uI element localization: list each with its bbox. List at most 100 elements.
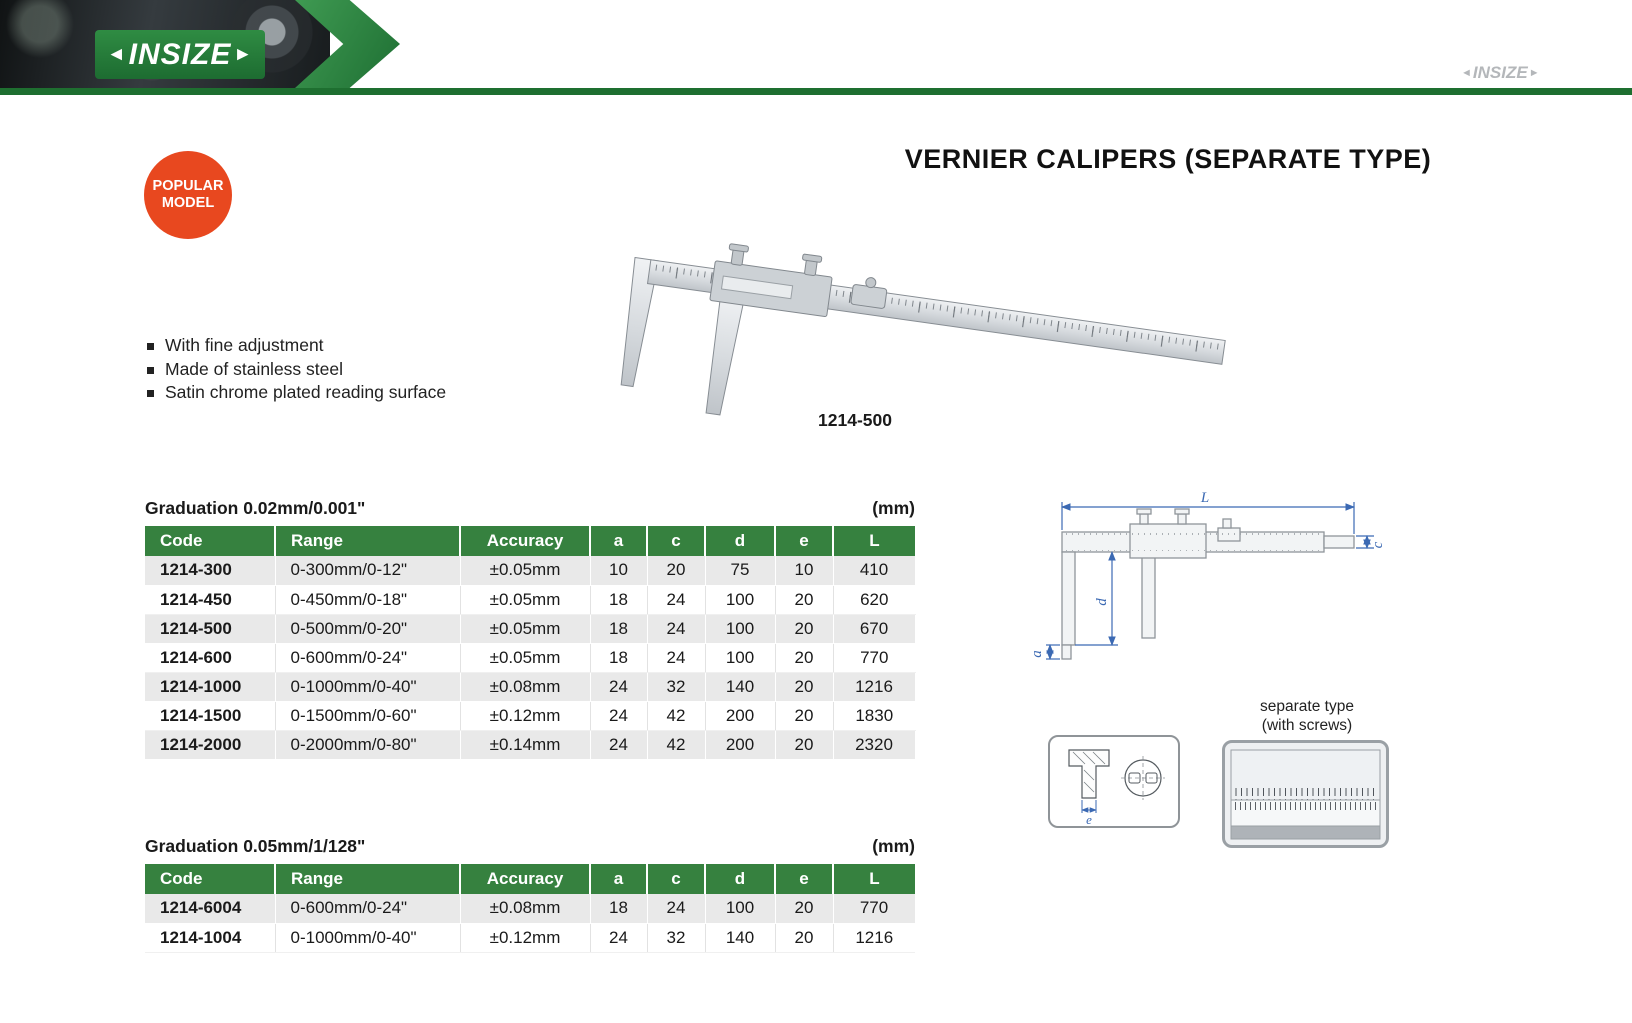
separate-type-photo-box bbox=[1222, 740, 1389, 848]
value-cell: 0-600mm/0-24" bbox=[275, 894, 461, 924]
jaw-cross-section-box: e bbox=[1048, 735, 1180, 828]
value-cell: 100 bbox=[705, 894, 776, 924]
column-header: c bbox=[647, 864, 706, 894]
column-header: d bbox=[705, 864, 776, 894]
dim-label-c: c bbox=[1370, 541, 1384, 548]
value-cell: ±0.05mm bbox=[460, 585, 591, 615]
value-cell: 24 bbox=[590, 672, 648, 702]
value-cell: 24 bbox=[647, 894, 706, 924]
value-cell: 100 bbox=[705, 614, 776, 644]
logo-small-arrow-left-icon: ◄ bbox=[1461, 67, 1472, 79]
dim-label-e: e bbox=[1086, 812, 1092, 826]
value-cell: 24 bbox=[590, 701, 648, 731]
value-cell: 20 bbox=[775, 672, 834, 702]
value-cell: 0-1000mm/0-40" bbox=[275, 672, 461, 702]
value-cell: ±0.08mm bbox=[460, 894, 591, 924]
code-cell: 1214-1500 bbox=[145, 701, 276, 731]
column-header: Code bbox=[145, 864, 276, 894]
dim-label-a: a bbox=[1029, 650, 1045, 658]
column-header: e bbox=[775, 526, 834, 556]
value-cell: ±0.05mm bbox=[460, 643, 591, 673]
value-cell: 2320 bbox=[833, 730, 916, 760]
jaw-cross-section-drawing: e bbox=[1068, 748, 1165, 826]
value-cell: 0-500mm/0-20" bbox=[275, 614, 461, 644]
column-header: L bbox=[833, 864, 915, 894]
value-cell: 75 bbox=[705, 556, 776, 586]
value-cell: ±0.14mm bbox=[460, 730, 591, 760]
value-cell: 200 bbox=[705, 701, 776, 731]
value-cell: 20 bbox=[775, 923, 834, 953]
code-cell: 1214-300 bbox=[145, 556, 276, 586]
value-cell: 20 bbox=[775, 585, 834, 615]
unit-label: (mm) bbox=[872, 836, 915, 856]
value-cell: 42 bbox=[647, 701, 706, 731]
value-cell: 20 bbox=[775, 730, 834, 760]
value-cell: 18 bbox=[590, 585, 648, 615]
caliper-product-image bbox=[620, 243, 1226, 416]
value-cell: 24 bbox=[590, 923, 648, 953]
value-cell: 770 bbox=[833, 643, 915, 673]
header-divider-bar bbox=[0, 88, 1632, 95]
value-cell: 0-300mm/0-12" bbox=[275, 556, 461, 586]
value-cell: 140 bbox=[705, 923, 776, 953]
dimension-diagram: L c d a bbox=[1029, 490, 1384, 660]
logo-text: INSIZE bbox=[128, 37, 232, 71]
badge-line2: MODEL bbox=[161, 195, 215, 211]
feature-item: Made of stainless steel bbox=[146, 358, 446, 382]
value-cell: 1216 bbox=[833, 672, 916, 702]
value-cell: 770 bbox=[833, 894, 916, 924]
value-cell: 200 bbox=[705, 730, 776, 760]
value-cell: 10 bbox=[590, 556, 648, 586]
value-cell: 10 bbox=[775, 556, 834, 586]
value-cell: 0-450mm/0-18" bbox=[275, 585, 461, 615]
unit-label: (mm) bbox=[872, 498, 915, 518]
column-header: Range bbox=[275, 526, 461, 556]
value-cell: 1830 bbox=[833, 701, 915, 731]
value-cell: 20 bbox=[775, 701, 834, 731]
scale-photo-drawing bbox=[1230, 749, 1381, 840]
value-cell: 0-1000mm/0-40" bbox=[275, 923, 461, 953]
value-cell: 18 bbox=[590, 894, 648, 924]
table-caption: Graduation 0.02mm/0.001" (mm) bbox=[145, 498, 915, 519]
value-cell: ±0.05mm bbox=[460, 614, 591, 644]
value-cell: 20 bbox=[775, 643, 834, 673]
table-caption: Graduation 0.05mm/1/128" (mm) bbox=[145, 836, 915, 857]
value-cell: 670 bbox=[833, 614, 916, 644]
separate-type-caption: separate type (with screws) bbox=[1232, 697, 1382, 735]
value-cell: 0-2000mm/0-80" bbox=[275, 730, 461, 760]
code-cell: 1214-450 bbox=[145, 585, 276, 615]
value-cell: 100 bbox=[705, 643, 776, 673]
value-cell: ±0.12mm bbox=[460, 923, 591, 953]
value-cell: 42 bbox=[647, 730, 706, 760]
column-header: Accuracy bbox=[460, 526, 591, 556]
value-cell: 20 bbox=[775, 614, 834, 644]
dim-label-d: d bbox=[1094, 598, 1110, 606]
logo-arrow-left-icon: ◄ bbox=[106, 43, 127, 65]
page-title: VERNIER CALIPERS (SEPARATE TYPE) bbox=[904, 144, 1432, 174]
column-header: L bbox=[833, 526, 915, 556]
code-cell: 1214-1000 bbox=[145, 672, 276, 702]
value-cell: 18 bbox=[590, 614, 648, 644]
code-cell: 1214-6004 bbox=[145, 894, 276, 924]
value-cell: 18 bbox=[590, 643, 648, 673]
dim-label-L: L bbox=[1200, 490, 1209, 506]
column-header: Range bbox=[275, 864, 461, 894]
feature-item: With fine adjustment bbox=[146, 334, 446, 358]
value-cell: 0-1500mm/0-60" bbox=[275, 701, 461, 731]
column-header: Code bbox=[145, 526, 276, 556]
value-cell: 24 bbox=[647, 585, 706, 615]
column-header: c bbox=[647, 526, 706, 556]
graduation-title: Graduation 0.05mm/1/128" bbox=[145, 836, 366, 856]
insize-logo-small: ◄ INSIZE ► bbox=[1460, 63, 1541, 83]
value-cell: 1216 bbox=[833, 923, 915, 953]
